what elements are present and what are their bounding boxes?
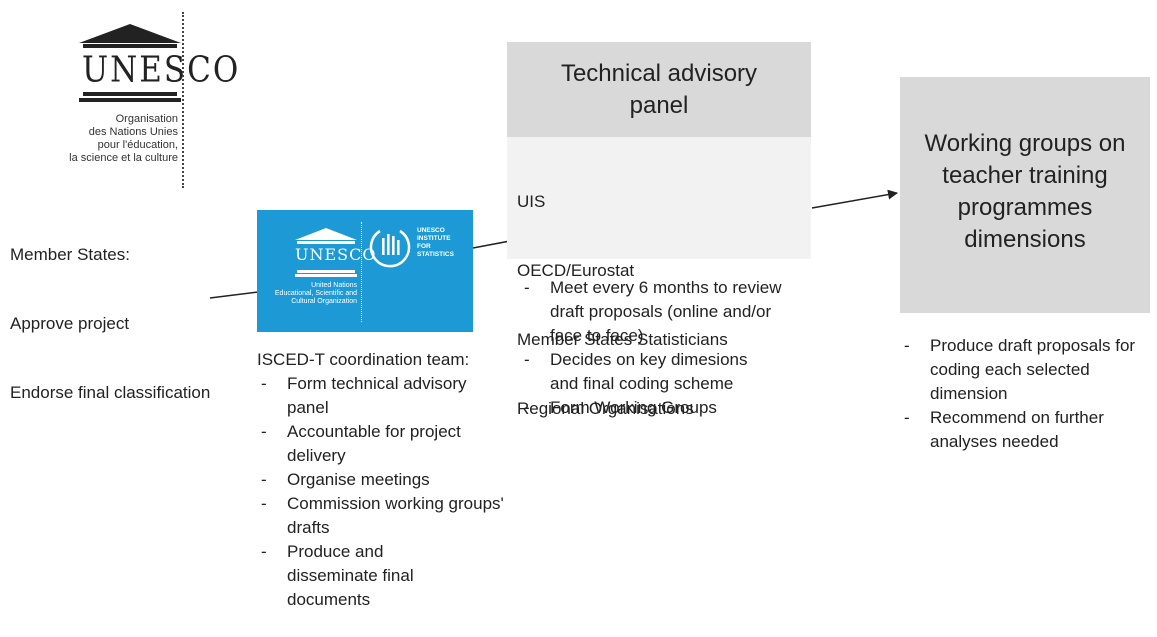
coordination-team-list: Form technical advisory panel Accountabl…: [257, 372, 512, 612]
working-groups-list: Produce draft proposals for coding each …: [900, 334, 1155, 454]
uis-circle-icon: [369, 229, 411, 268]
dotted-divider: [182, 12, 184, 188]
panel-to-working-groups-arrow: [811, 189, 898, 209]
member-states-title: Member States:: [10, 245, 130, 264]
list-item: Produce draft proposals for coding each …: [900, 334, 1155, 406]
member-states-connector: [209, 291, 259, 299]
uis-logo: UNESCO United Nations Educational, Scien…: [257, 210, 473, 332]
technical-panel-members-box: UIS OECD/Eurostat Member States Statisti…: [507, 137, 811, 418]
caption-line: Organisation: [115, 113, 178, 125]
uis-caption-line: Educational, Scientific and: [274, 290, 357, 297]
unesco-logo: UNESCO Organisation des Nations Unies po…: [20, 10, 241, 170]
technical-panel-title: Technical advisory panel: [560, 59, 758, 119]
uis-name-line: INSTITUTE: [417, 235, 451, 242]
caption-line: la science et la culture: [69, 152, 178, 164]
list-item: Accountable for project delivery: [257, 420, 512, 468]
unesco-wordmark: UNESCO: [82, 49, 241, 91]
coordination-to-panel-connector: [472, 240, 511, 249]
list-item: Decides on key dimesions and final codin…: [520, 348, 770, 396]
uis-name-line: FOR: [417, 243, 431, 250]
list-item: Form technical advisory panel: [257, 372, 512, 420]
uis-caption-line: United Nations: [311, 282, 357, 289]
working-groups-title: Working groups on teacher training progr…: [924, 130, 1126, 253]
list-item: Commission working groups' drafts: [257, 492, 512, 540]
list-item: Form Working Groups: [520, 396, 790, 420]
member-item: UIS: [517, 192, 546, 211]
caption-line: pour l'éducation,: [97, 139, 178, 151]
uis-institute-name: UNESCO INSTITUTE FOR STATISTICS: [417, 227, 454, 259]
uis-caption-line: Cultural Organization: [291, 298, 357, 305]
technical-panel-title-box: Technical advisory panel: [507, 42, 811, 137]
member-states-line: Endorse final classification: [10, 383, 211, 402]
list-item: Produce and disseminate final documents: [257, 540, 452, 612]
unesco-temple-icon: [79, 24, 181, 102]
member-states-text: Member States: Approve project Endorse f…: [10, 197, 210, 427]
list-item: Recommend on further analyses needed: [900, 406, 1130, 454]
caption-line: des Nations Unies: [88, 126, 178, 138]
uis-name-line: UNESCO: [417, 227, 445, 234]
coordination-team-title: ISCED-T coordination team:: [257, 350, 470, 369]
technical-panel-list: Meet every 6 months to review draft prop…: [520, 276, 790, 420]
list-item: Organise meetings: [257, 468, 512, 492]
uis-divider: [361, 222, 362, 322]
uis-wordmark: UNESCO: [295, 245, 377, 264]
uis-name-line: STATISTICS: [417, 251, 454, 258]
coordination-team: ISCED-T coordination team: Form technica…: [257, 348, 517, 612]
member-states-line: Approve project: [10, 314, 130, 333]
uis-org-caption: United Nations Educational, Scientific a…: [261, 282, 357, 306]
unesco-caption: Organisation des Nations Unies pour l'éd…: [20, 113, 178, 165]
working-groups-box: Working groups on teacher training progr…: [900, 77, 1150, 313]
uis-temple-icon: [295, 228, 357, 277]
list-item: Meet every 6 months to review draft prop…: [520, 276, 790, 348]
